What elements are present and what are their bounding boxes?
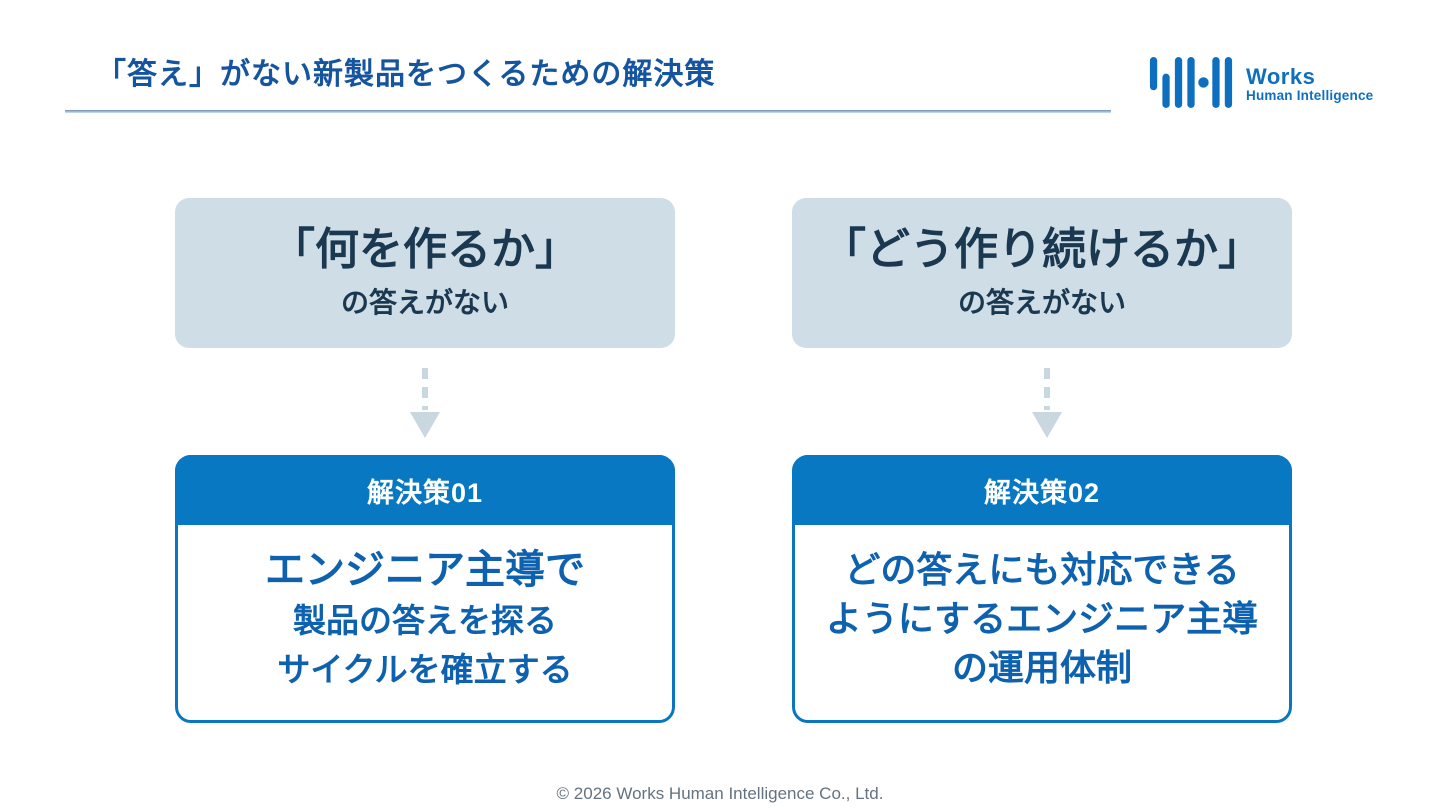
copyright-footer: © 2026 Works Human Intelligence Co., Ltd… xyxy=(556,784,884,803)
logo-text: Works Human Intelligence xyxy=(1246,66,1373,105)
solution-line: エンジニア主導で xyxy=(265,548,585,593)
down-arrow-icon xyxy=(1025,366,1069,440)
solution-body: エンジニア主導で 製品の答えを探る サイクルを確立する xyxy=(178,525,672,720)
page-title: 「答え」がない新製品をつくるための解決策 xyxy=(96,58,716,91)
works-human-intelligence-logo: Works Human Intelligence xyxy=(1147,57,1373,114)
solution-body: どの答えにも対応できる ようにするエンジニア主導 の運用体制 xyxy=(795,525,1289,720)
solution-header: 解決策02 xyxy=(792,455,1292,525)
problem-box-what-to-build: 「何を作るか」 の答えがない xyxy=(175,198,675,348)
solution-line: の運用体制 xyxy=(951,646,1132,688)
solution-box-02: 解決策02 どの答えにも対応できる ようにするエンジニア主導 の運用体制 xyxy=(792,455,1292,723)
problem-title: 「何を作るか」 xyxy=(271,224,579,274)
down-arrow-icon xyxy=(403,366,447,440)
solution-badge: 解決策02 xyxy=(983,477,1101,508)
logo-text-human-intelligence: Human Intelligence xyxy=(1246,88,1374,104)
logo-bars-icon xyxy=(1147,57,1235,114)
solution-badge: 解決策01 xyxy=(366,477,484,508)
solution-line: どの答えにも対応できる xyxy=(844,549,1240,591)
solution-line: ようにするエンジニア主導 xyxy=(825,598,1259,640)
solution-header: 解決策01 xyxy=(175,455,675,525)
logo-text-works: Works xyxy=(1246,64,1316,90)
problem-box-how-to-keep-building: 「どう作り続けるか」 の答えがない xyxy=(792,198,1292,348)
title-divider xyxy=(65,110,1111,113)
problem-subtitle: の答えがない xyxy=(957,287,1126,319)
solution-line: サイクルを確立する xyxy=(277,650,573,688)
problem-subtitle: の答えがない xyxy=(340,287,509,319)
solution-line: 製品の答えを探る xyxy=(293,602,557,640)
problem-title: 「どう作り続けるか」 xyxy=(822,224,1262,274)
solution-box-01: 解決策01 エンジニア主導で 製品の答えを探る サイクルを確立する xyxy=(175,455,675,723)
